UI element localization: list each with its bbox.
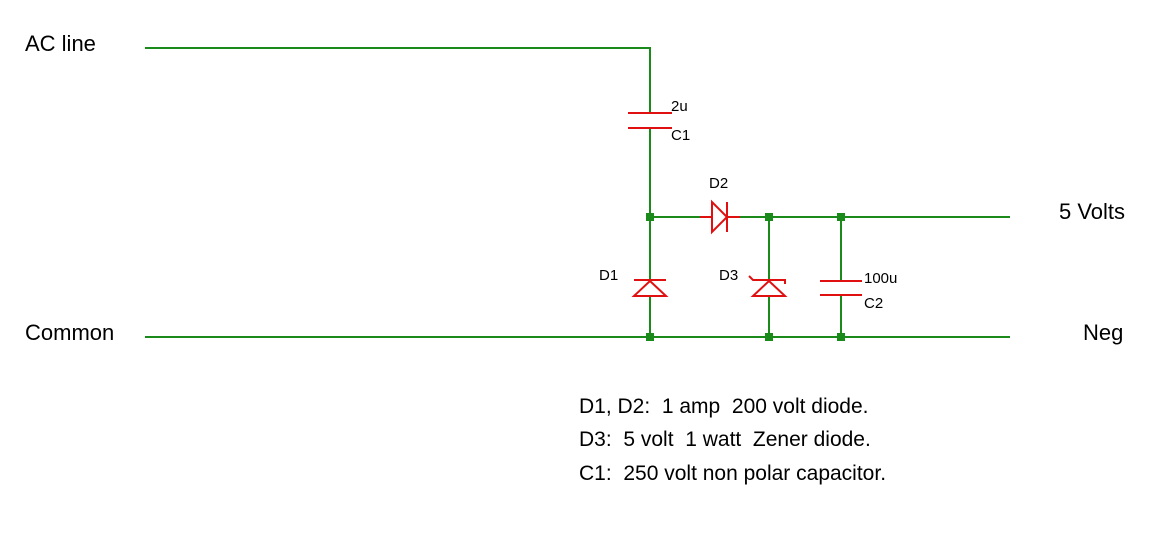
junction-dot xyxy=(837,333,845,341)
component-notes: D1, D2: 1 amp 200 volt diode. D3: 5 volt… xyxy=(579,395,886,485)
capacitor-c1: 2u C1 xyxy=(628,98,690,144)
d2-ref-label: D2 xyxy=(709,175,728,192)
junction-dot xyxy=(765,333,773,341)
junction-dot xyxy=(837,213,845,221)
d1-ref-label: D1 xyxy=(599,267,618,284)
junctions xyxy=(646,213,845,341)
note-line: C1: 250 volt non polar capacitor. xyxy=(579,462,886,485)
d1-triangle xyxy=(631,279,669,297)
junction-dot xyxy=(765,213,773,221)
zener-diode-d3: D3 xyxy=(719,267,788,297)
ac-line-label: AC line xyxy=(25,31,96,56)
capacitor-c2: 100u C2 xyxy=(820,270,897,312)
c2-value-label: 100u xyxy=(864,270,897,287)
c1-ref-label: C1 xyxy=(671,127,690,144)
wires xyxy=(145,47,1010,338)
junction-dot xyxy=(646,333,654,341)
five-volts-label: 5 Volts xyxy=(1059,199,1125,224)
c1-value-label: 2u xyxy=(671,98,688,115)
junction-dot xyxy=(646,213,654,221)
d3-ref-label: D3 xyxy=(719,267,738,284)
note-line: D3: 5 volt 1 watt Zener diode. xyxy=(579,428,871,451)
diode-d2: D2 xyxy=(700,175,740,235)
diode-d1: D1 xyxy=(599,267,669,297)
ac-line-wire xyxy=(145,47,651,113)
d2-triangle xyxy=(711,199,729,235)
c2-ref-label: C2 xyxy=(864,295,883,312)
d3-triangle xyxy=(750,279,788,297)
common-label: Common xyxy=(25,320,114,345)
neg-label: Neg xyxy=(1083,320,1123,345)
note-line: D1, D2: 1 amp 200 volt diode. xyxy=(579,395,869,418)
